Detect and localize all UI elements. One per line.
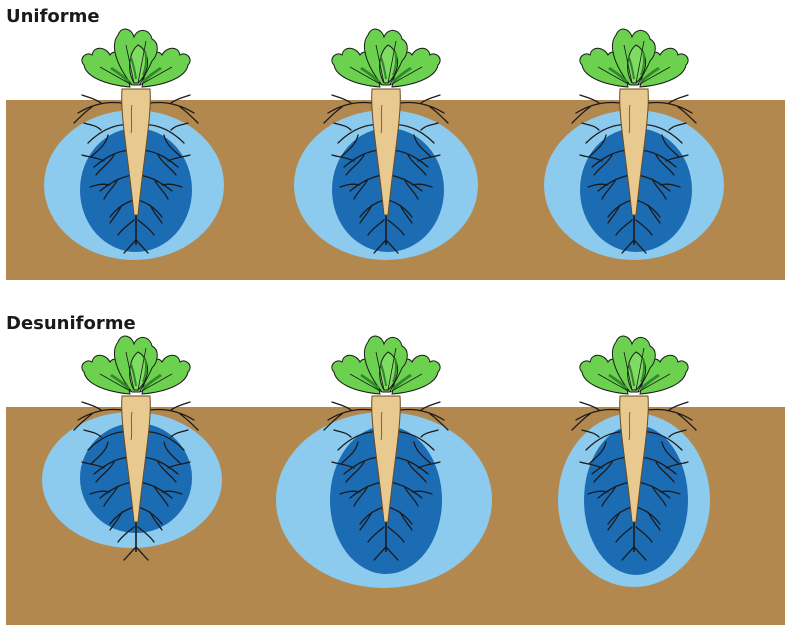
plant-nonuniform-2 — [276, 336, 492, 588]
plant-nonuniform-3 — [558, 336, 710, 587]
plant-uniform-1 — [44, 29, 224, 260]
plant-uniform-2 — [294, 29, 478, 260]
plant-nonuniform-1 — [42, 336, 222, 560]
plant-uniform-3 — [544, 29, 724, 260]
